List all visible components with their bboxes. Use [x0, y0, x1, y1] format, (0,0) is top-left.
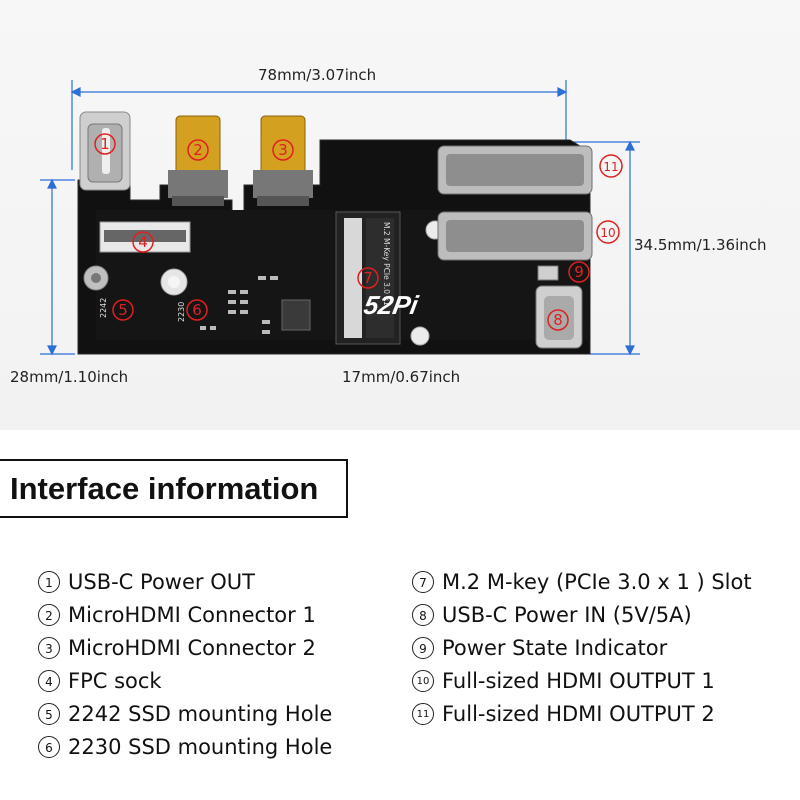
- marker-1: 1: [94, 133, 116, 155]
- list-item: 4 FPC sock: [38, 669, 162, 693]
- item-label: Full-sized HDMI OUTPUT 2: [442, 702, 715, 726]
- item-label: FPC sock: [68, 669, 162, 693]
- marker-10: 10: [600, 226, 615, 240]
- marker-9: 9: [574, 263, 584, 281]
- dimension-left-height: 28mm/1.10inch: [10, 368, 129, 386]
- m2-slot-label: M.2 M-Key PCIe 3.0 x1: [382, 222, 391, 306]
- list-item: 7 M.2 M-key (PCIe 3.0 x 1 ) Slot: [412, 570, 752, 594]
- dimension-width: 78mm/3.07inch: [258, 66, 377, 84]
- item-label: 2242 SSD mounting Hole: [68, 702, 333, 726]
- list-item: 6 2230 SSD mounting Hole: [38, 735, 332, 759]
- item-label: USB-C Power IN (5V/5A): [442, 603, 692, 627]
- list-item: 8 USB-C Power IN (5V/5A): [412, 603, 692, 627]
- section-title-box: Interface information: [0, 459, 348, 518]
- marker-1-text: 1: [100, 135, 110, 153]
- item-label: MicroHDMI Connector 1: [68, 603, 316, 627]
- list-item: 11 Full-sized HDMI OUTPUT 2: [412, 702, 715, 726]
- marker-4: 4: [138, 233, 148, 251]
- item-number: 8: [412, 604, 434, 626]
- item-number: 2: [38, 604, 60, 626]
- item-label: Full-sized HDMI OUTPUT 1: [442, 669, 715, 693]
- item-label: Power State Indicator: [442, 636, 668, 660]
- number-markers: 1 2 3 4 5 6 7 8 9 10 11: [94, 133, 623, 331]
- full-hdmi-output-2: [437, 145, 593, 195]
- item-number: 4: [38, 670, 60, 692]
- marker-5: 5: [118, 301, 128, 319]
- item-label: MicroHDMI Connector 2: [68, 636, 316, 660]
- dimension-gap: 17mm/0.67inch: [342, 368, 461, 386]
- item-label: 2230 SSD mounting Hole: [68, 735, 333, 759]
- dimension-height: 34.5mm/1.36inch: [634, 236, 767, 254]
- item-number: 6: [38, 736, 60, 758]
- board-diagram: 2242 2230 M.2 M-Key PCIe 3.0 x1 52Pi 1: [40, 80, 640, 356]
- item-number: 5: [38, 703, 60, 725]
- marker-2: 2: [193, 141, 203, 159]
- list-item: 1 USB-C Power OUT: [38, 570, 255, 594]
- item-number: 11: [412, 703, 434, 725]
- list-item: 3 MicroHDMI Connector 2: [38, 636, 316, 660]
- list-item: 10 Full-sized HDMI OUTPUT 1: [412, 669, 715, 693]
- list-item: 9 Power State Indicator: [412, 636, 667, 660]
- item-number: 3: [38, 637, 60, 659]
- m2-slot: [335, 211, 401, 345]
- standoff-bottom: [410, 326, 430, 346]
- hole-2230-label: 2230: [177, 302, 186, 322]
- marker-8: 8: [553, 311, 563, 329]
- inductor: [281, 299, 311, 331]
- brand-logo: 52Pi: [362, 290, 421, 320]
- marker-11: 11: [603, 160, 618, 174]
- list-item: 5 2242 SSD mounting Hole: [38, 702, 332, 726]
- micro-hdmi-connector-2: [253, 115, 313, 206]
- full-hdmi-output-1: [437, 211, 593, 261]
- power-led: [537, 265, 559, 281]
- section-title: Interface information: [10, 470, 319, 506]
- usb-c-in-connector: [535, 285, 583, 349]
- marker-7: 7: [363, 269, 373, 287]
- marker-3: 3: [278, 141, 288, 159]
- item-label: USB-C Power OUT: [68, 570, 255, 594]
- item-number: 7: [412, 571, 434, 593]
- item-label: M.2 M-key (PCIe 3.0 x 1 ) Slot: [442, 570, 752, 594]
- item-number: 10: [412, 670, 434, 692]
- item-number: 1: [38, 571, 60, 593]
- hole-2242-label: 2242: [99, 298, 108, 318]
- micro-hdmi-connector-1: [168, 115, 228, 206]
- list-item: 2 MicroHDMI Connector 1: [38, 603, 316, 627]
- item-number: 9: [412, 637, 434, 659]
- marker-6: 6: [192, 301, 202, 319]
